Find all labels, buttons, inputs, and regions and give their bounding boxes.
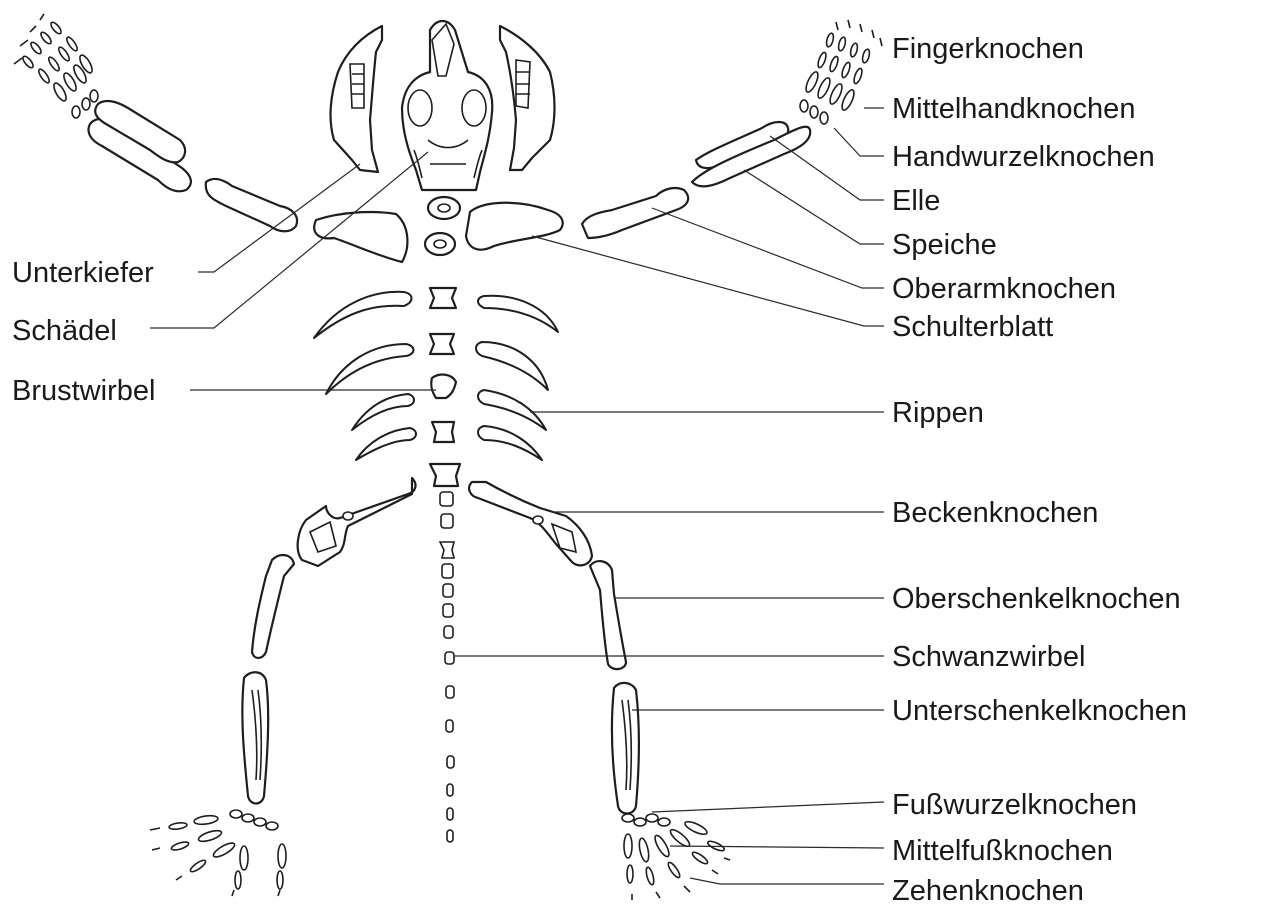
label-oberschenkelknochen: Oberschenkelknochen	[892, 583, 1181, 615]
skull	[402, 21, 492, 190]
label-unterkiefer: Unterkiefer	[12, 257, 154, 289]
label-oberarmknochen: Oberarmknochen	[892, 273, 1116, 305]
label-fingerknochen: Fingerknochen	[892, 33, 1084, 65]
thoracic-vertebrae	[430, 288, 460, 486]
label-fusswurzelknochen: Fußwurzelknochen	[892, 789, 1137, 821]
tail-vertebrae	[440, 492, 454, 842]
label-speiche: Speiche	[892, 229, 997, 261]
label-zehenknochen: Zehenknochen	[892, 875, 1084, 907]
label-handwurzelknochen: Handwurzelknochen	[892, 141, 1155, 173]
label-mittelhandknochen: Mittelhandknochen	[892, 93, 1135, 125]
label-schulterblatt: Schulterblatt	[892, 311, 1053, 343]
label-rippen: Rippen	[892, 397, 984, 429]
label-brustwirbel: Brustwirbel	[12, 375, 155, 407]
leg-left	[150, 555, 294, 896]
label-schaedel: Schädel	[12, 315, 117, 347]
arm-right	[582, 20, 882, 238]
label-beckenknochen: Beckenknochen	[892, 497, 1098, 529]
leg-right	[590, 561, 730, 900]
arm-left	[14, 14, 297, 231]
label-unterschenkelknochen: Unterschenkelknochen	[892, 695, 1187, 727]
label-schwanzwirbel: Schwanzwirbel	[892, 641, 1085, 673]
labels: Fingerknochen Mittelhandknochen Handwurz…	[12, 33, 1187, 907]
label-mittelfussknochen: Mittelfußknochen	[892, 835, 1113, 867]
neck-vertebrae	[425, 197, 460, 255]
label-elle: Elle	[892, 185, 940, 217]
